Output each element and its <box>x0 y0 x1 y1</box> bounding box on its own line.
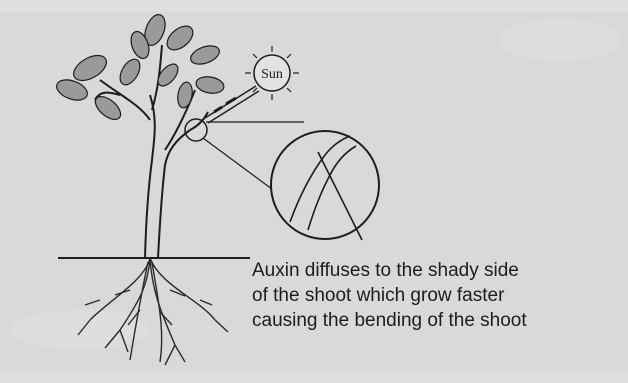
caption-line-3: causing the bending of the shoot <box>252 310 527 331</box>
plant-stem <box>94 44 209 259</box>
light-rays <box>204 85 260 124</box>
magnifier-circle <box>270 130 380 241</box>
sun-label: Sun <box>261 67 283 82</box>
caption-line-1: Auxin diffuses to the shady side <box>252 260 519 281</box>
caption: Auxin diffuses to the shady side of the … <box>252 258 527 333</box>
shoot-marker-circle <box>184 118 208 142</box>
caption-line-2: of the shoot which grow faster <box>252 285 505 306</box>
magnifier-connectors <box>202 121 304 196</box>
sun-icon: Sun <box>245 46 299 100</box>
roots-illustration <box>77 257 229 366</box>
leaves <box>56 14 225 121</box>
